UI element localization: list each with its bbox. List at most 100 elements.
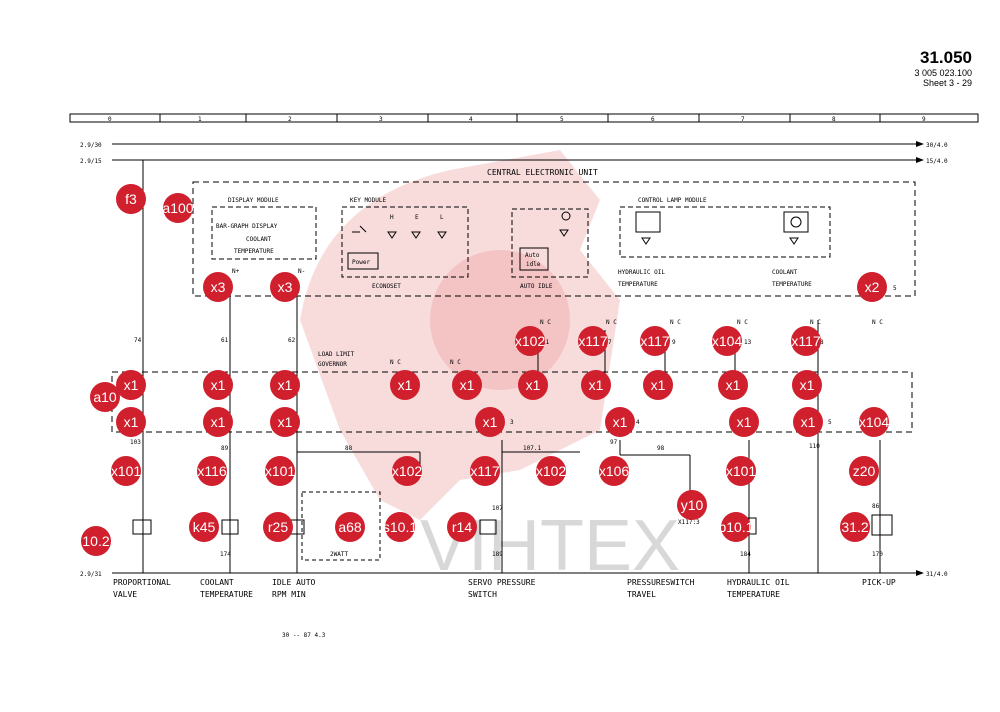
wire-184: 184 — [740, 551, 751, 558]
badge-x102: x102 — [536, 456, 566, 486]
pin-7: 7 — [608, 339, 612, 346]
rail-15-left: 2.9/15 — [80, 158, 102, 165]
svg-text:k45: k45 — [193, 519, 216, 535]
badge-r25: r25 — [263, 512, 293, 542]
pin-4: 4 — [636, 419, 640, 426]
svg-text:x1: x1 — [211, 377, 226, 393]
badge-x1: x1 — [116, 370, 146, 400]
svg-text:x1: x1 — [211, 414, 226, 430]
hyd-oil-line2: TEMPERATURE — [618, 281, 658, 288]
svg-text:x104: x104 — [712, 333, 743, 349]
svg-text:a100: a100 — [162, 200, 193, 216]
column-5: 5 — [560, 116, 564, 123]
label-pressureswitch: PRESSURESWITCH — [627, 578, 695, 587]
display-module-title: DISPLAY MODULE — [228, 197, 279, 204]
key-l: L — [440, 214, 444, 221]
sheet-number: Sheet 3 - 29 — [922, 78, 972, 88]
svg-text:x1: x1 — [278, 414, 293, 430]
svg-text:x3: x3 — [211, 279, 226, 295]
svg-text:x101: x101 — [265, 463, 296, 479]
nc-8: N C — [450, 359, 461, 366]
label-servo-pressure: SERVO PRESSURE — [468, 578, 536, 587]
label-valve: VALVE — [113, 590, 137, 599]
badge-x1: x1 — [270, 370, 300, 400]
column-1: 1 — [198, 116, 202, 123]
rail-15-right: 15/4.0 — [926, 158, 948, 165]
svg-text:x1: x1 — [124, 414, 139, 430]
label-proportional: PROPORTIONAL — [113, 578, 171, 587]
pin-labels: N+ N- 5 11 7 9 13 8 N C N C N C N C N C … — [232, 268, 897, 426]
nc-5: N C — [810, 319, 821, 326]
bar-graph-line1: BAR-GRAPH DISPLAY — [216, 223, 278, 230]
auto-button-line2: idle — [526, 261, 541, 268]
coolant-line1: COOLANT — [772, 269, 798, 276]
ceu-title: CENTRAL ELECTRONIC UNIT — [487, 168, 598, 177]
servo-pressure-switch-icon — [479, 519, 497, 535]
column-8: 8 — [832, 116, 836, 123]
badge-a100: a100 — [162, 193, 194, 223]
badge-x101: x101 — [265, 456, 296, 486]
label-rpm-min: RPM MIN — [272, 590, 306, 599]
label-switch: SWITCH — [468, 590, 497, 599]
label-idle-auto: IDLE AUTO — [272, 578, 316, 587]
badge-x1: x1 — [793, 407, 823, 437]
svg-text:x117: x117 — [791, 333, 821, 349]
svg-text:x1: x1 — [737, 414, 752, 430]
svg-text:x3: x3 — [278, 279, 293, 295]
svg-text:x1: x1 — [589, 377, 604, 393]
label-travel: TRAVEL — [627, 590, 656, 599]
column-9: 9 — [922, 116, 926, 123]
sheet-title: 31.050 — [920, 48, 972, 67]
svg-text:x2: x2 — [865, 279, 880, 295]
nc-6: N C — [872, 319, 883, 326]
wire-89: 89 — [221, 445, 229, 452]
wire-103: 103 — [130, 439, 141, 446]
badge-x1: x1 — [270, 407, 300, 437]
badge-x106: x106 — [599, 456, 629, 486]
footnote: 30 -- 87 4.3 — [282, 632, 326, 639]
svg-text:x1: x1 — [483, 414, 498, 430]
wire-86: 86 — [872, 503, 880, 510]
badge-x1: x1 — [605, 407, 635, 437]
hydraulic-lamp-icon — [635, 211, 661, 233]
svg-text:z20: z20 — [853, 463, 876, 479]
svg-text:x101: x101 — [111, 463, 142, 479]
column-ruler: 0 1 2 3 4 5 6 7 8 9 — [69, 113, 979, 123]
econoset-label: ECONOSET — [372, 283, 401, 290]
wire-2watt: 2WATT — [330, 551, 348, 558]
wire-189: 189 — [492, 551, 503, 558]
column-7: 7 — [741, 116, 745, 123]
power-button-box — [347, 252, 379, 270]
badge-x1: x1 — [581, 370, 611, 400]
nc-3: N C — [670, 319, 681, 326]
rail-31-right: 31/4.0 — [926, 571, 948, 578]
llg-line1: LOAD LIMIT — [318, 351, 355, 358]
document-number: 3 005 023.100 — [914, 68, 972, 78]
svg-text:x1: x1 — [801, 414, 816, 430]
label-hydraulic-oil: HYDRAULIC OIL — [727, 578, 790, 587]
pin-x2-5: 5 — [893, 285, 897, 292]
pin-8: 8 — [820, 339, 824, 346]
wire-88: 88 — [345, 445, 353, 452]
svg-text:x104: x104 — [859, 414, 890, 430]
svg-text:x117: x117 — [578, 333, 608, 349]
coolant-sensor-icon — [221, 519, 239, 535]
svg-text:x101: x101 — [726, 463, 757, 479]
pick-up-sensor-icon — [871, 514, 893, 536]
bar-graph-line3: TEMPERATURE — [234, 248, 274, 255]
svg-text:x1: x1 — [460, 377, 475, 393]
svg-text:x117: x117 — [470, 463, 500, 479]
svg-text:x1: x1 — [726, 377, 741, 393]
display-module-box — [211, 206, 317, 260]
badge-x1: x1 — [390, 370, 420, 400]
badge-x2: x2 — [857, 272, 887, 302]
nc-1: N C — [540, 319, 551, 326]
wiring — [142, 160, 881, 573]
badge-x117: x117 — [640, 326, 670, 356]
coolant-lamp-icon — [783, 211, 809, 233]
wire-numbers: 74 61 62 103 89 88 107.1 97 98 110 107 1… — [130, 337, 883, 558]
pin-5: 5 — [828, 419, 832, 426]
badge-b10.1: b10.1 — [718, 512, 754, 542]
